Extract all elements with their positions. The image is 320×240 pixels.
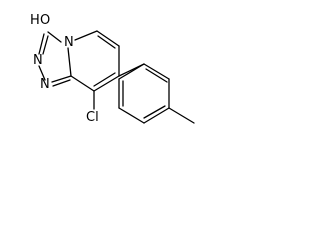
atom-label-hydroxy-o: O (40, 13, 50, 28)
atom-label-n4: N (64, 35, 74, 50)
bond-aryl-6 (118, 63, 145, 80)
bond-aryl-4 (118, 107, 145, 124)
bond-methyl (168, 107, 195, 124)
atom-labels: H O N N N Cl (30, 13, 99, 125)
bond-n2-n1 (38, 65, 46, 81)
bond-n1-c8a-double (52, 79, 71, 87)
bond-c3-n2-double (42, 35, 49, 55)
atom-label-n2: N (33, 53, 43, 68)
bond-aryl-3 (143, 107, 170, 124)
bond-c7-c8 (93, 75, 120, 92)
bond-n4-c5 (74, 30, 98, 41)
bond-c3-n4 (47, 31, 62, 43)
bond-aryl-1 (143, 63, 170, 80)
chemical-structure: H O N N N Cl (30, 13, 195, 125)
bond-c8a-n4 (67, 47, 72, 77)
bond-c5-c6 (96, 30, 120, 47)
bond-aryl-1-double (145, 68, 168, 83)
atom-label-chlorine: Cl (86, 110, 99, 125)
bond-c5-c6-double (97, 35, 116, 49)
bond-n1-c8a (51, 75, 72, 83)
atom-label-hydroxy-h: H (30, 13, 40, 28)
atom-label-n1: N (40, 77, 50, 92)
bond-aryl-3-double (143, 105, 166, 119)
bond-c8-c8a (70, 75, 95, 92)
bond-lines (38, 30, 195, 124)
bond-c7-c8-double (93, 72, 116, 87)
bond-c3-n2 (38, 33, 45, 55)
